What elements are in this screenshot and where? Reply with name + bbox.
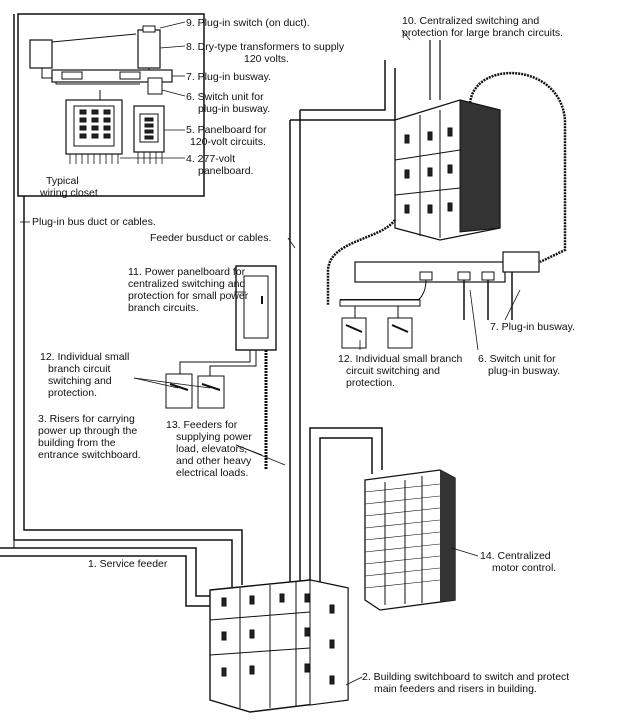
label-2a: 2. Building switchboard to switch and pr… bbox=[362, 671, 569, 683]
wiring-closet bbox=[17, 13, 205, 197]
label-13d: and other heavy bbox=[176, 455, 252, 467]
motor-control-center bbox=[364, 469, 456, 611]
label-3c: building from the bbox=[38, 437, 116, 449]
label-11c: protection for small power bbox=[128, 290, 249, 302]
label-10a: 10. Centralized switching and bbox=[402, 15, 539, 27]
label-6b: plug-in busway. bbox=[198, 103, 270, 115]
label-feeder: Feeder busduct or cables. bbox=[150, 232, 271, 244]
labels: 9. Plug-in switch (on duct). 8. Dry-type… bbox=[32, 15, 575, 695]
label-5a: 5. Panelboard for bbox=[186, 124, 267, 136]
label-14b: motor control. bbox=[492, 562, 556, 574]
label-3a: 3. Risers for carrying bbox=[38, 413, 135, 425]
power-panelboard bbox=[165, 265, 277, 470]
centralized-switching-cabinet bbox=[394, 99, 501, 241]
label-13b: supplying power bbox=[176, 431, 252, 443]
label-13a: 13. Feeders for bbox=[166, 419, 238, 431]
label-3b: power up through the bbox=[38, 425, 137, 437]
label-8a: 8. Dry-type transformers to supply bbox=[186, 41, 345, 53]
label-12b-1: 12. Individual small branch bbox=[338, 353, 462, 365]
building-switchboard bbox=[209, 579, 349, 713]
label-4b: panelboard. bbox=[198, 165, 253, 177]
label-2b: main feeders and risers in building. bbox=[374, 683, 537, 695]
label-12a-2: branch circuit bbox=[48, 363, 111, 375]
label-5b: 120-volt circuits. bbox=[190, 136, 266, 148]
label-8b: 120 volts. bbox=[244, 53, 289, 65]
label-11b: centralized switching and bbox=[128, 278, 245, 290]
label-9: 9. Plug-in switch (on duct). bbox=[186, 17, 310, 29]
label-12b-3: protection. bbox=[346, 377, 395, 389]
label-6c: 6. Switch unit for bbox=[478, 353, 556, 365]
label-6d: plug-in busway. bbox=[488, 365, 560, 377]
label-1: 1. Service feeder bbox=[88, 558, 168, 570]
label-11d: branch circuits. bbox=[128, 302, 199, 314]
right-busway bbox=[339, 251, 540, 349]
label-13e: electrical loads. bbox=[176, 467, 248, 479]
label-closet1: Typical bbox=[46, 175, 79, 187]
label-12a-1: 12. Individual small bbox=[40, 351, 129, 363]
label-4a: 4. 277-volt bbox=[186, 153, 235, 165]
label-14a: 14. Centralized bbox=[480, 550, 551, 562]
label-6a: 6. Switch unit for bbox=[186, 91, 264, 103]
label-closet2: wiring closet bbox=[39, 187, 98, 199]
label-12a-3: switching and bbox=[48, 375, 112, 387]
label-13c: load, elevators, bbox=[176, 443, 247, 455]
label-10b: protection for large branch circuits. bbox=[402, 27, 563, 39]
label-11a: 11. Power panelboard for bbox=[128, 266, 246, 278]
label-12a-4: protection. bbox=[48, 387, 97, 399]
label-plug-bus: Plug-in bus duct or cables. bbox=[32, 216, 156, 228]
label-7a: 7. Plug-in busway. bbox=[186, 71, 271, 83]
leader-lines bbox=[20, 29, 521, 686]
label-7b: 7. Plug-in busway. bbox=[490, 321, 575, 333]
label-12b-2: circuit switching and bbox=[346, 365, 440, 377]
label-3d: entrance switchboard. bbox=[38, 449, 141, 461]
